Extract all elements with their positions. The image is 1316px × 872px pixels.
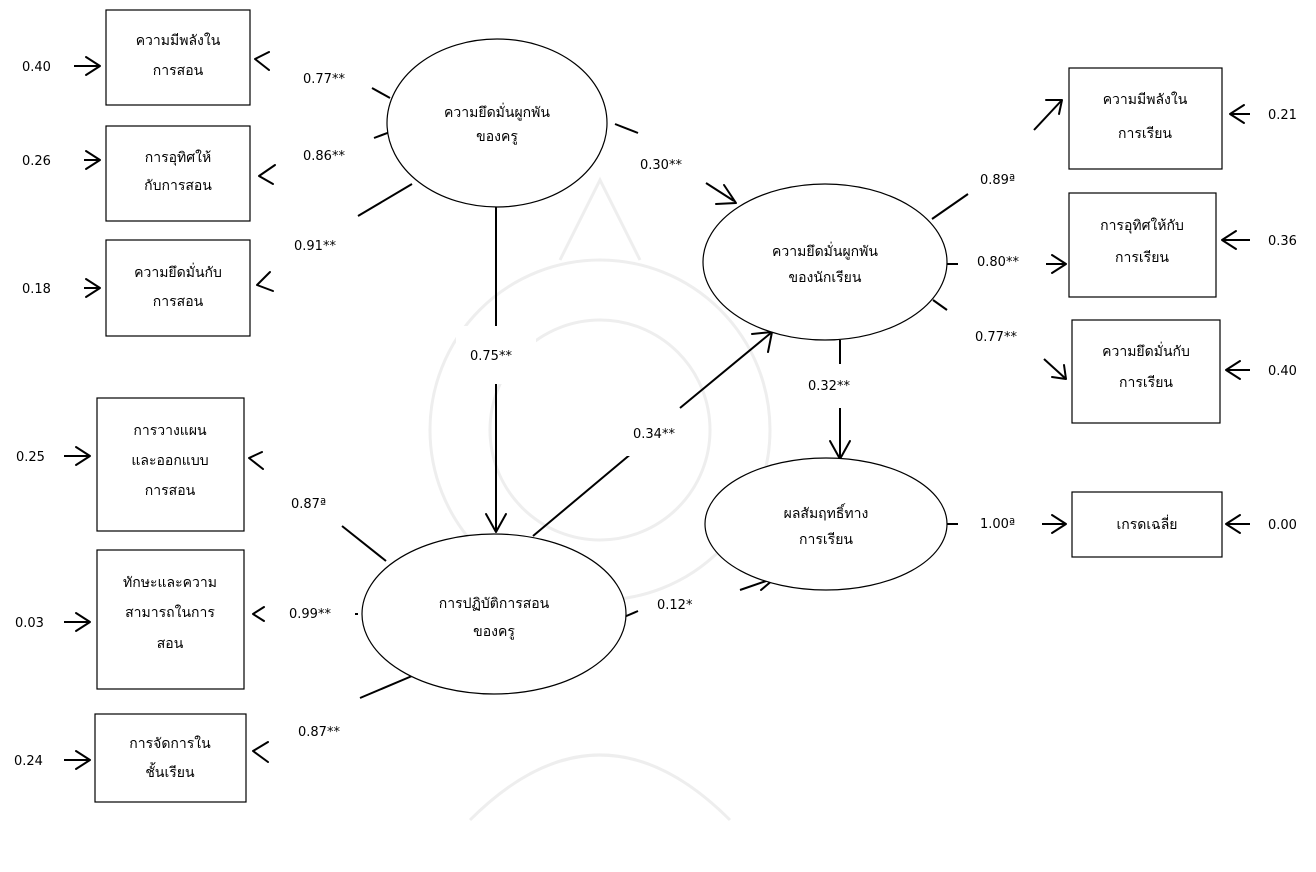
indicator-label-line: ความยึดมั่นกับ [1102, 342, 1190, 360]
arrow-head [252, 606, 265, 622]
loading-p-skills: 0.99** [289, 607, 331, 622]
loading-s-dedication: 0.80** [977, 255, 1019, 270]
indicator-label-line: ความยึดมั่นกับ [134, 263, 222, 281]
latent-label-line: ความยึดมั่นผูกพัน [444, 103, 550, 121]
arrow-head [1046, 254, 1067, 274]
arrow-head [1221, 230, 1250, 250]
path-label-mask [798, 364, 876, 408]
indicator-box-p-planning: การวางแผน และออกแบบ การสอน [96, 397, 245, 532]
arrow-head [715, 184, 737, 205]
indicator-label-line: การเรียน [1115, 250, 1169, 266]
indicator-label-line: กับการสอน [144, 178, 212, 194]
indicator-label-line: ทักษะและความ [123, 575, 217, 591]
indicator-box-t-absorption: ความยึดมั่นกับ การสอน [105, 239, 251, 337]
arrow-head [64, 446, 91, 466]
latent-label-line: การเรียน [799, 532, 853, 548]
loading-a-gpa: 1.00ª [980, 517, 1015, 532]
indicator-box-t-dedication: การอุทิศให้ กับการสอน [105, 125, 251, 222]
arrow-head [84, 278, 101, 298]
loading-labels: 0.77** 0.86** 0.91** 0.87ª 0.99** 0.87**… [289, 72, 1019, 740]
indicator-label-line: การสอน [145, 483, 196, 499]
arrow-head [1042, 514, 1067, 534]
error-s-absorption: 0.40 [1268, 364, 1297, 379]
arrow-head [254, 51, 270, 71]
indicator-label-line: เกรดเฉลี่ย [1117, 515, 1178, 533]
arrow-head [64, 612, 91, 632]
error-p-skills: 0.03 [15, 616, 44, 631]
error-p-planning: 0.25 [16, 450, 45, 465]
loading-t-vigor: 0.77** [303, 72, 345, 87]
path-practice-to-achievement: 0.12* [657, 598, 693, 613]
error-t-vigor: 0.40 [22, 60, 51, 75]
indicator-label-line: ความมีพลังใน [136, 32, 221, 49]
indicator-box-a-gpa: เกรดเฉลี่ย [1071, 491, 1223, 558]
indicator-label-line: การจัดการใน [129, 735, 211, 752]
loading-p-planning: 0.87ª [291, 497, 326, 512]
indicator-box-s-dedication: การอุทิศให้กับ การเรียน [1068, 192, 1217, 298]
loading-t-absorption: 0.91** [294, 239, 336, 254]
latent-label-line: การปฏิบัติการสอน [439, 596, 550, 612]
loading-t-dedication: 0.86** [303, 149, 345, 164]
latent-achievement: ผลสัมฤทธิ์ทาง การเรียน [704, 457, 948, 591]
arrow-head [1229, 104, 1250, 124]
indicator-label-line: การเรียน [1118, 126, 1172, 142]
loading-s-absorption: 0.77** [975, 330, 1017, 345]
indicator-box-s-vigor: ความมีพลังใน การเรียน [1068, 67, 1223, 170]
arrow-head [256, 271, 274, 292]
indicator-label-line: การวางแผน [133, 423, 207, 439]
latent-label-line: ของครู [476, 129, 518, 145]
error-s-dedication: 0.36 [1268, 234, 1297, 249]
indicator-box-s-absorption: ความยึดมั่นกับ การเรียน [1071, 319, 1221, 424]
indicator-label-line: ชั้นเรียน [145, 762, 195, 781]
path-teacher-to-practice: 0.75** [470, 349, 512, 364]
path-teacher-to-student: 0.30** [640, 158, 682, 173]
indicator-label-line: การเรียน [1119, 375, 1173, 391]
arrow-head [485, 513, 507, 533]
latent-label-line: ความยึดมั่นผูกพัน [772, 242, 878, 260]
error-p-classroom: 0.24 [14, 754, 43, 769]
arrow-head [1225, 360, 1250, 380]
indicator-label-line: การอุทิศให้กับ [1100, 217, 1184, 234]
arrow-head [252, 741, 269, 763]
arrow-head [84, 150, 101, 170]
error-a-gpa: 0.00 [1268, 518, 1297, 533]
arrow-head [64, 750, 91, 770]
loading-p-classroom: 0.87** [298, 725, 340, 740]
indicator-box-p-classroom: การจัดการใน ชั้นเรียน [94, 713, 247, 803]
arrow-head [258, 164, 276, 185]
latent-teaching-practice: การปฏิบัติการสอน ของครู [361, 533, 627, 695]
path-labels: 0.30** 0.75** 0.34** 0.32** 0.12* [470, 158, 850, 613]
latent-label-line: ของครู [473, 624, 515, 640]
path-label-mask [625, 412, 695, 456]
loading-s-vigor: 0.89ª [980, 173, 1015, 188]
indicator-label-line: ความมีพลังใน [1103, 91, 1188, 108]
indicator-label-line: การอุทิศให้ [145, 149, 211, 166]
latent-student-engagement: ความยึดมั่นผูกพัน ของนักเรียน [702, 183, 948, 341]
error-s-vigor: 0.21 [1268, 108, 1297, 123]
indicator-label-line: การสอน [153, 63, 204, 79]
path-practice-to-student: 0.34** [633, 427, 675, 442]
indicator-label-line: สามารถในการ [125, 604, 215, 621]
indicator-label-line: และออกแบบ [131, 453, 208, 469]
indicator-box-p-skills: ทักษะและความ สามารถในการ สอน [96, 549, 245, 690]
indicator-label-line: สอน [157, 636, 184, 652]
latent-label-line: ของนักเรียน [789, 270, 862, 286]
error-t-absorption: 0.18 [22, 282, 51, 297]
indicator-box-t-vigor: ความมีพลังใน การสอน [105, 9, 251, 106]
arrow-head [1043, 358, 1067, 380]
latent-teacher-engagement: ความยึดมั่นผูกพัน ของครู [386, 38, 608, 208]
error-labels: 0.40 0.26 0.18 0.25 0.03 0.24 0.21 0.36 … [14, 60, 1297, 769]
path-label-mask [456, 326, 536, 384]
arrow-head [248, 451, 264, 470]
error-t-dedication: 0.26 [22, 154, 51, 169]
indicator-label-line: การสอน [153, 294, 204, 310]
path-student-to-achievement: 0.32** [808, 379, 850, 394]
arrowheads [64, 51, 1250, 770]
latent-label-line: ผลสัมฤทธิ์ทาง [784, 503, 869, 522]
arrow-head [1033, 99, 1063, 131]
arrow-head [1225, 514, 1250, 534]
arrow-head [74, 56, 101, 76]
